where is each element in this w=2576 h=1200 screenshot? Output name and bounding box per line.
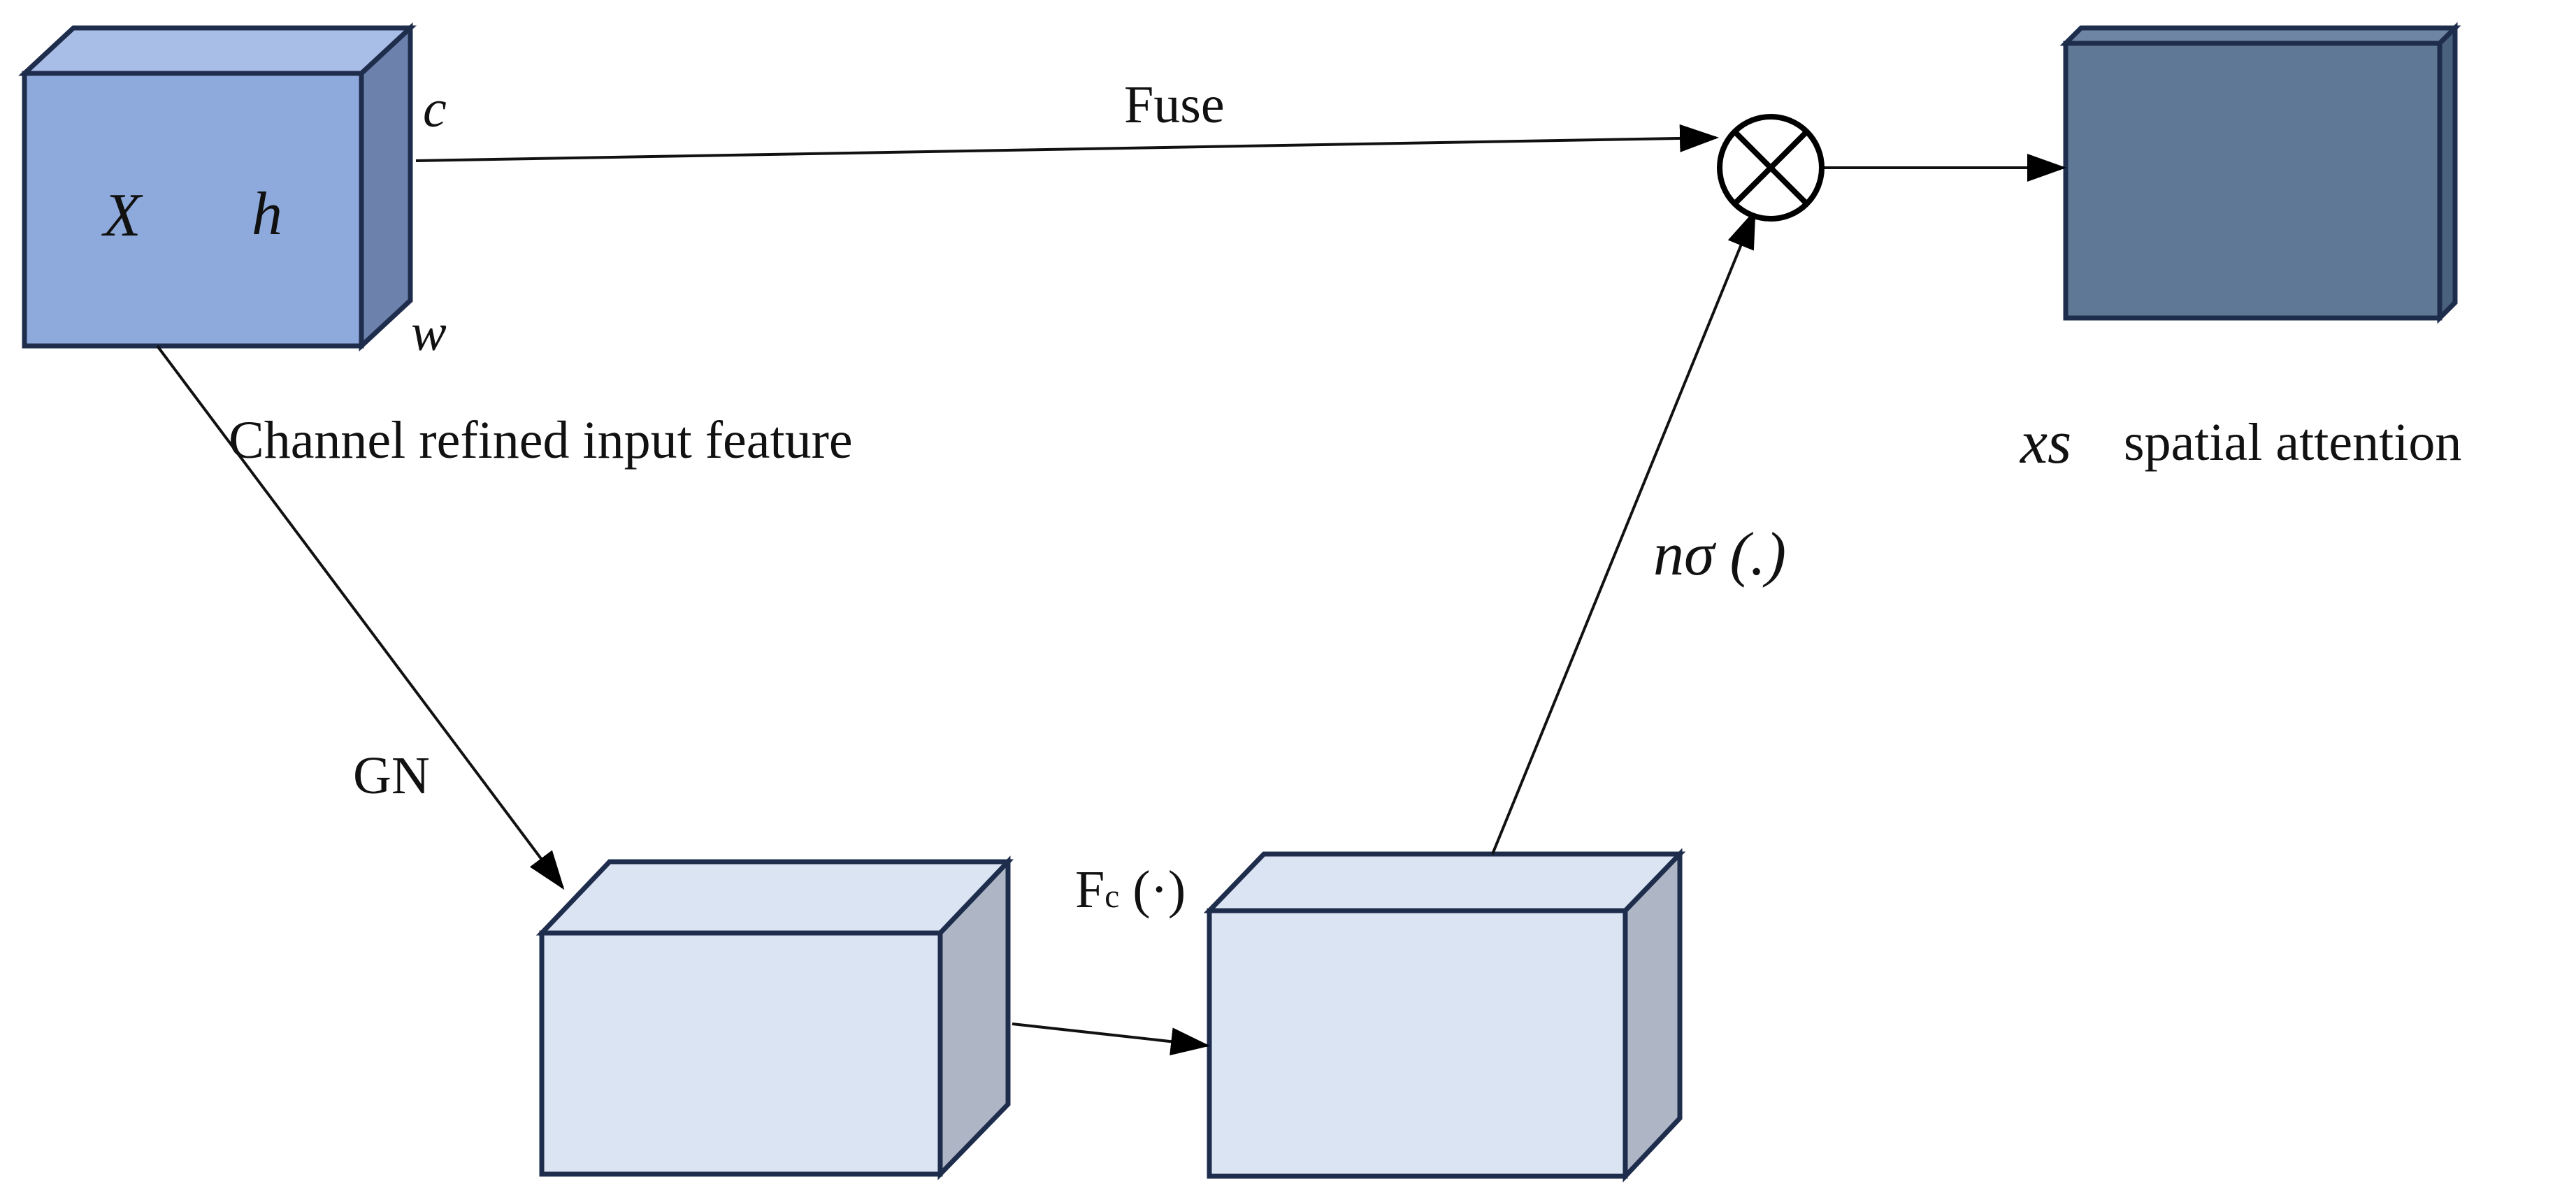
fc-block-front bbox=[1207, 908, 1628, 1179]
fc-label: Fc (·) bbox=[1075, 863, 1186, 916]
fc-block-side bbox=[1622, 848, 1683, 1183]
fuse-arrow bbox=[415, 124, 1719, 162]
fuse-operator-icon bbox=[1717, 114, 1825, 222]
fc-block-top bbox=[1203, 851, 1686, 913]
input-feature-block bbox=[18, 22, 417, 352]
fuse-label: Fuse bbox=[1124, 75, 1225, 134]
fc-feature-block bbox=[1203, 848, 1686, 1183]
fc-label-main: F bbox=[1075, 860, 1105, 919]
input-block-top bbox=[18, 25, 417, 76]
input-dim-w: w bbox=[411, 303, 447, 362]
input-dim-h: h bbox=[252, 180, 282, 248]
sigmoid-label: nσ (.) bbox=[1653, 521, 1787, 588]
fc-label-arg: (·) bbox=[1119, 860, 1186, 919]
input-block-side bbox=[359, 22, 413, 352]
gn-label: GN bbox=[353, 746, 430, 805]
output-symbol-xs: xs bbox=[2020, 409, 2072, 477]
input-block-front bbox=[22, 71, 364, 349]
output-block-front bbox=[2063, 41, 2442, 321]
gn-block-front bbox=[539, 930, 943, 1177]
input-dim-c: c bbox=[423, 80, 447, 138]
output-feature-block bbox=[2059, 22, 2461, 324]
fc-label-sub: c bbox=[1104, 879, 1120, 915]
gn-block-top bbox=[535, 859, 1014, 936]
fc-arrow bbox=[1012, 1022, 1210, 1056]
sigmoid-arrow bbox=[1491, 209, 1756, 855]
output-caption: spatial attention bbox=[2124, 413, 2462, 472]
input-symbol-x: X bbox=[103, 182, 141, 250]
gn-arrow bbox=[156, 345, 565, 890]
input-caption: Channel refined input feature bbox=[229, 411, 853, 470]
gn-feature-block bbox=[535, 855, 1014, 1180]
